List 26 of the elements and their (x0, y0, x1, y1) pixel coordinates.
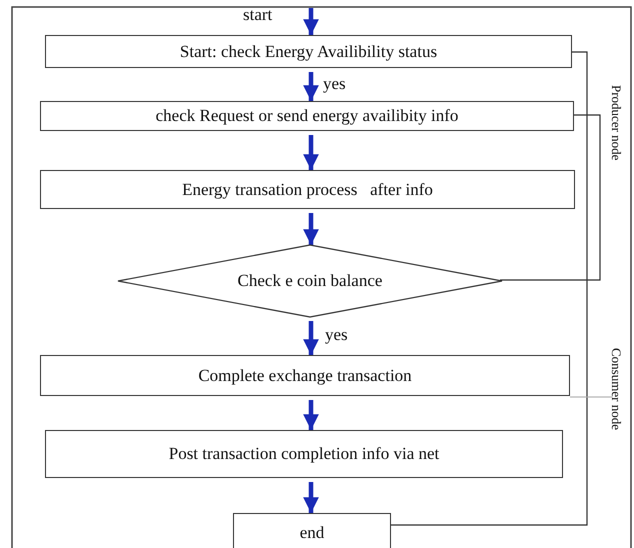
edge-label: yes (323, 74, 346, 94)
process-box (40, 170, 575, 209)
step-text: check Request or send energy availibity info (156, 106, 458, 126)
arrow (303, 321, 319, 355)
process-box (233, 513, 391, 548)
process-box (45, 35, 572, 68)
arrow (303, 400, 319, 430)
decision-diamond (118, 245, 502, 317)
arrow (303, 8, 319, 35)
side-label: Producer node (608, 85, 624, 160)
process-box (45, 430, 563, 478)
step-text: Start: check Energy Availibility status (180, 42, 438, 62)
step-text: Energy transation process after info (182, 180, 433, 200)
arrow (303, 135, 319, 170)
step-text: Complete exchange transaction (198, 366, 412, 386)
step-text: Post transaction completion info via net (168, 444, 440, 464)
side-label: Consumer node (608, 348, 624, 430)
arrow (303, 72, 319, 101)
edge-label: yes (325, 325, 348, 345)
process-box (40, 101, 574, 131)
process-box (40, 355, 570, 396)
arrow (303, 482, 319, 513)
step-text: end (300, 523, 324, 543)
step-text: Check e coin balance (238, 271, 382, 291)
arrow (303, 213, 319, 245)
edge-label: start (243, 4, 272, 24)
